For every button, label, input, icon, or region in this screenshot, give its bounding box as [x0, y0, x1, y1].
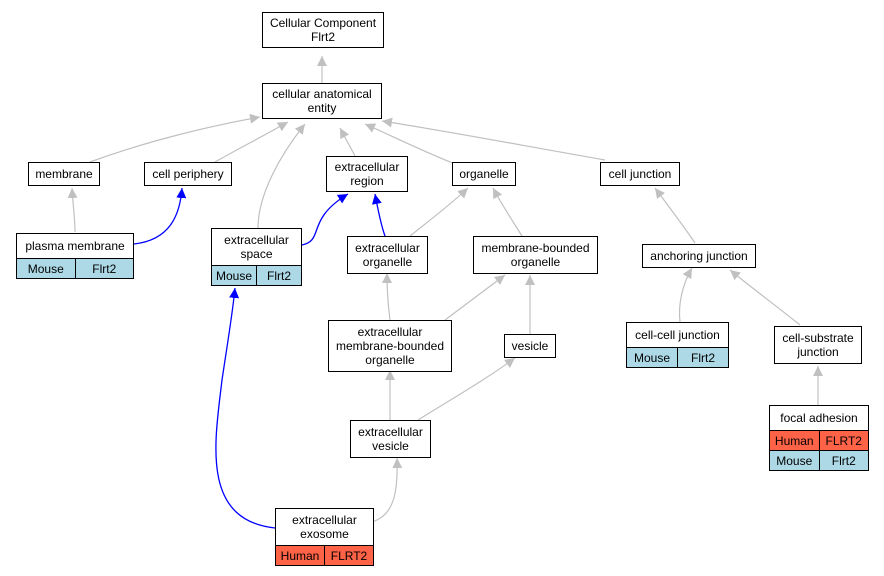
go-term-label: membrane-bounded organelle: [481, 241, 590, 269]
edge-cellcell-anchoring: [678, 267, 693, 323]
go-term-label: membrane: [35, 167, 93, 181]
go-term-label: focal adhesion: [780, 411, 858, 425]
go-term-ecorganelle[interactable]: extracellular organelle: [347, 236, 428, 274]
go-term-ecregion[interactable]: extracellular region: [326, 156, 408, 192]
go-term-label: plasma membrane: [25, 239, 125, 253]
edge-ecvesicle-vesicle: [417, 357, 516, 421]
species-cell: Human: [770, 431, 819, 450]
go-term-label: extracellular exosome: [292, 513, 357, 541]
go-term-mborganelle[interactable]: membrane-bounded organelle: [473, 236, 598, 274]
edge-ecregion-cae: [339, 127, 356, 157]
edge-junction-cae: [381, 117, 606, 161]
go-term-label: extracellular vesicle: [358, 425, 423, 453]
edge-membrane-cae: [89, 113, 261, 163]
gene-cell: Flrt2: [818, 451, 868, 470]
species-cell: Human: [276, 546, 324, 565]
go-term-cae[interactable]: cellular anatomical entity: [262, 83, 382, 119]
go-term-junction[interactable]: cell junction: [600, 162, 680, 186]
edge-ecorganelle-ecregion: [371, 193, 386, 237]
go-term-label: extracellular space: [224, 233, 289, 261]
edge-ecmbo-mborganelle: [444, 274, 506, 321]
go-term-root[interactable]: Cellular Component Flrt2: [262, 12, 384, 48]
go-term-ecvesicle[interactable]: extracellular vesicle: [350, 420, 431, 458]
gene-cell: Flrt2: [256, 266, 301, 285]
go-term-ecmborganelle[interactable]: extracellular membrane-bounded organelle: [328, 320, 452, 372]
go-term-label: vesicle: [511, 339, 549, 353]
go-term-vesicle[interactable]: vesicle: [504, 334, 556, 358]
go-term-organelle[interactable]: organelle: [452, 162, 516, 186]
gene-cell: Flrt2: [74, 259, 133, 278]
go-term-periphery[interactable]: cell periphery: [144, 162, 232, 186]
go-term-label: organelle: [459, 167, 509, 181]
go-term-label: cellular anatomical entity: [272, 87, 372, 115]
edge-plasma-membrane: [67, 187, 78, 233]
go-term-label: cell-cell junction: [635, 328, 720, 342]
go-term-label: anchoring junction: [650, 249, 748, 263]
edge-cellsub-anchoring: [729, 269, 801, 326]
species-cell: Mouse: [770, 451, 819, 470]
edge-exosome-ecvesicle: [371, 457, 403, 523]
gene-cell: Flrt2: [677, 348, 728, 367]
go-term-label: cell junction: [608, 167, 672, 181]
species-cell: Mouse: [212, 266, 256, 285]
go-term-label: cell periphery: [152, 167, 224, 181]
edge-ecspace-ecregion: [301, 193, 349, 246]
go-term-label: extracellular organelle: [355, 241, 420, 269]
edge-ecspace-cae: [257, 123, 306, 229]
edge-plasma-periphery: [133, 187, 187, 245]
go-term-label: Cellular Component Flrt2: [269, 16, 377, 44]
go-term-membrane[interactable]: membrane: [28, 162, 100, 186]
gene-cell: FLRT2: [324, 546, 373, 565]
edge-organelle-cae: [364, 123, 456, 165]
edge-exosome-ecspace: [215, 287, 276, 529]
go-term-label: cell-substrate junction: [782, 331, 854, 359]
species-cell: Mouse: [627, 348, 677, 367]
go-term-cellsub[interactable]: cell-substrate junction: [774, 326, 862, 364]
edge-ecorganelle-organelle: [409, 187, 469, 237]
edge-periphery-cae: [214, 121, 289, 163]
edge-ecmbo-ecorganelle: [382, 272, 393, 321]
go-term-anchoring[interactable]: anchoring junction: [642, 244, 756, 268]
species-cell: Mouse: [17, 259, 75, 278]
go-term-label: extracellular membrane-bounded organelle: [335, 325, 445, 367]
go-term-label: extracellular region: [334, 160, 400, 188]
edge-mborganelle-organelle: [492, 187, 523, 237]
edge-anchoring-junction: [654, 187, 696, 244]
gene-cell: FLRT2: [818, 431, 868, 450]
